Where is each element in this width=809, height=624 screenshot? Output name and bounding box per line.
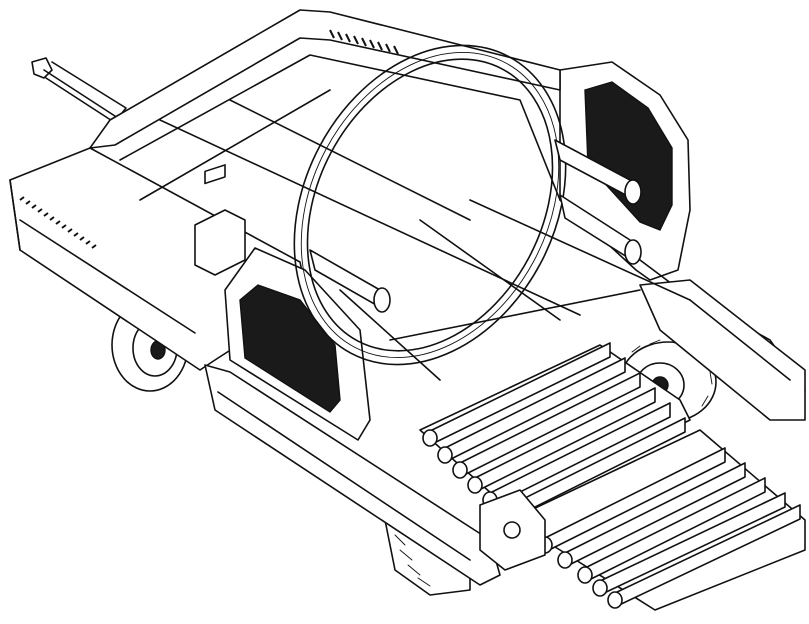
control-box <box>194 164 246 276</box>
roller-end-cap <box>437 446 453 464</box>
side-vents <box>19 29 399 249</box>
roller-conveyor <box>419 342 806 611</box>
wrap-ring <box>293 44 567 366</box>
support-beams <box>159 99 691 381</box>
tow-hitch <box>31 57 127 127</box>
roller-end-cap <box>422 429 438 447</box>
left-panel-window <box>239 284 341 413</box>
interior-rollers <box>309 139 642 313</box>
roller-end-cap <box>557 551 573 569</box>
roller-end-cap <box>467 476 483 494</box>
front-arm <box>479 489 546 571</box>
roller-end-cap <box>452 461 468 479</box>
roller-end-cap <box>592 579 608 597</box>
roller-end-cap <box>577 566 593 584</box>
roller-end-cap <box>607 591 623 609</box>
chassis <box>9 9 806 586</box>
